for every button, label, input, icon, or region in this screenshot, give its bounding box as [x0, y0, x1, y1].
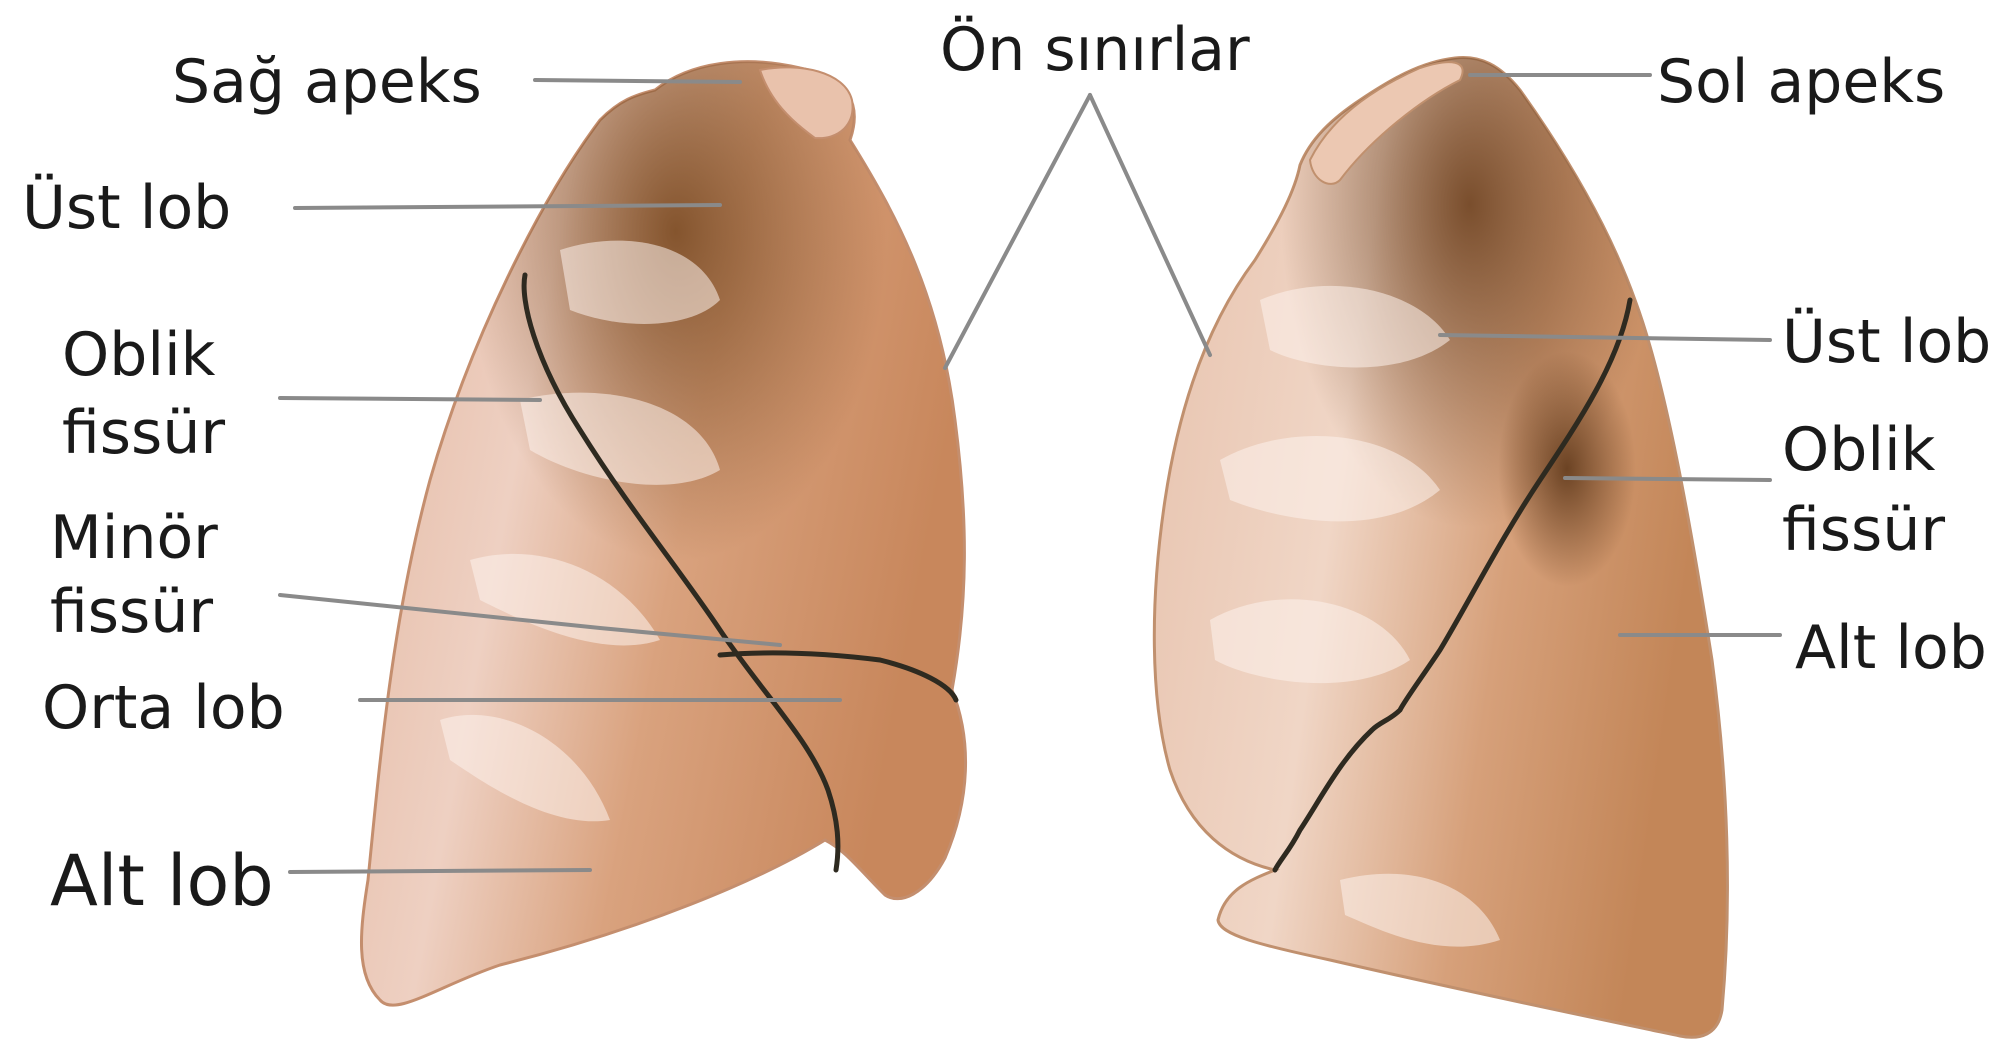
label-left-oblique-fissure-line2: fissür	[1782, 495, 1945, 565]
leader-anterior-border-left	[1090, 95, 1210, 355]
label-right-upper-lobe: Üst lob	[22, 172, 231, 243]
label-left-lower-lobe: Alt lob	[1795, 613, 1987, 683]
label-right-oblique-fissure-line2: fissür	[62, 398, 225, 468]
label-minor-fissure-line1: Minör	[50, 503, 218, 573]
leader-right-apex	[535, 80, 740, 82]
label-middle-lobe: Orta lob	[42, 673, 285, 743]
right-lung	[361, 62, 965, 1005]
label-right-lower-lobe: Alt lob	[50, 840, 274, 922]
leader-right-lower-lobe	[290, 870, 590, 872]
label-left-apex: Sol apeks	[1657, 47, 1945, 117]
leader-left-oblique-fissure	[1565, 478, 1770, 480]
leader-anterior-border-right	[945, 95, 1090, 368]
label-left-upper-lobe: Üst lob	[1782, 306, 1991, 377]
label-right-oblique-fissure-line1: Oblik	[62, 320, 216, 390]
label-minor-fissure-line2: fissür	[50, 577, 213, 647]
leader-right-oblique-fissure	[280, 398, 540, 400]
left-lung	[1154, 57, 1727, 1037]
right-apex-shading	[361, 62, 965, 1005]
label-right-apex: Sağ apeks	[172, 47, 482, 117]
label-left-oblique-fissure-line1: Oblik	[1782, 415, 1936, 485]
label-anterior-borders: Ön sınırlar	[940, 14, 1250, 85]
